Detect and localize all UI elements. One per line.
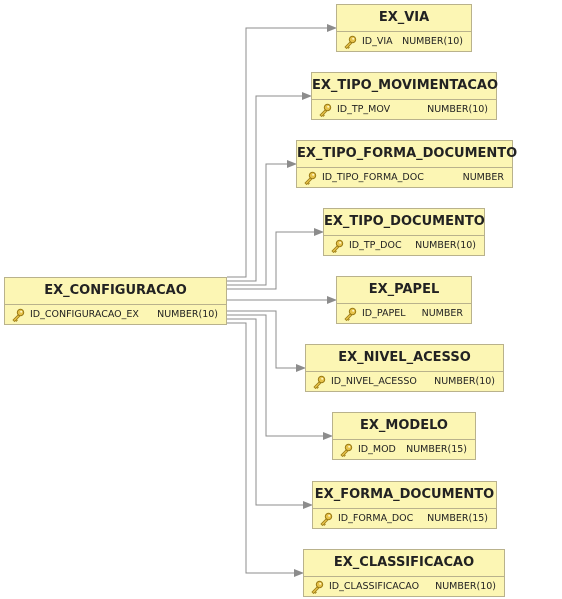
entity-divider: [304, 576, 504, 577]
column-name: ID_VIA: [362, 36, 393, 47]
entity-column-row: ID_CLASSIFICACAO NUMBER(10): [304, 577, 504, 597]
entity-ex-configuracao[interactable]: EX_CONFIGURACAO ID_CONFIGURACAO_EX NUMBE…: [4, 277, 227, 325]
column-name: ID_TIPO_FORMA_DOC: [322, 172, 424, 183]
connector-1: [227, 24, 337, 278]
entity-ex-classificacao[interactable]: EX_CLASSIFICACAO ID_CLASSIFICACAO NUMBER…: [303, 549, 505, 597]
entity-title: EX_TIPO_DOCUMENTO: [324, 214, 485, 229]
key-icon: [304, 171, 317, 185]
connector-6: [227, 310, 306, 372]
key-icon: [311, 580, 324, 594]
entity-divider: [306, 371, 503, 372]
column-name: ID_MOD: [358, 444, 396, 455]
entity-column-row: ID_TP_DOC NUMBER(10): [324, 236, 484, 256]
entity-column-row: ID_CONFIGURACAO_EX NUMBER(10): [5, 305, 226, 325]
column-type: NUMBER(10): [434, 376, 495, 387]
column-type: NUMBER(10): [402, 36, 463, 47]
entity-title: EX_PAPEL: [368, 282, 440, 297]
column-name: ID_NIVEL_ACESSO: [331, 376, 417, 387]
column-type: NUMBER(10): [415, 240, 476, 251]
entity-title: EX_NIVEL_ACESSO: [338, 350, 471, 365]
entity-ex-tipo-movimentacao[interactable]: EX_TIPO_MOVIMENTACAO ID_TP_MOV NUMBER(10…: [311, 72, 498, 120]
column-type: NUMBER: [421, 308, 463, 319]
entity-divider: [337, 303, 471, 304]
entity-divider: [324, 235, 484, 236]
column-type: NUMBER(15): [427, 513, 488, 524]
entity-ex-forma-documento[interactable]: EX_FORMA_DOCUMENTO ID_FORMA_DOC NUMBER(1…: [312, 481, 497, 529]
entity-divider: [333, 439, 475, 440]
entity-divider: [5, 304, 226, 305]
key-icon: [12, 308, 25, 322]
entity-column-row: ID_TIPO_FORMA_DOC NUMBER: [297, 168, 512, 188]
entity-divider: [313, 508, 496, 509]
key-icon: [344, 307, 357, 321]
entity-divider: [312, 99, 496, 100]
connector-9: [227, 322, 304, 577]
key-icon: [320, 512, 333, 526]
entity-ex-papel[interactable]: EX_PAPEL ID_PAPEL NUMBER: [336, 276, 472, 324]
column-type: NUMBER: [462, 172, 504, 183]
entity-column-row: ID_MOD NUMBER(15): [333, 440, 475, 460]
entity-column-row: ID_VIA NUMBER(10): [337, 32, 471, 52]
entity-column-row: ID_PAPEL NUMBER: [337, 304, 471, 324]
entity-title: EX_FORMA_DOCUMENTO: [314, 487, 495, 502]
column-name: ID_CLASSIFICACAO: [329, 581, 420, 592]
column-name: ID_TP_DOC: [349, 240, 402, 251]
key-icon: [313, 375, 326, 389]
entity-divider: [297, 167, 512, 168]
key-icon: [340, 443, 353, 457]
entity-column-row: ID_NIVEL_ACESSO NUMBER(10): [306, 372, 503, 392]
key-icon: [344, 35, 357, 49]
entity-ex-nivel-acesso[interactable]: EX_NIVEL_ACESSO ID_NIVEL_ACESSO NUMBER(1…: [305, 344, 504, 392]
connector-8: [227, 318, 313, 509]
key-icon: [331, 239, 344, 253]
column-name: ID_FORMA_DOC: [338, 513, 414, 524]
entity-divider: [337, 31, 471, 32]
entity-ex-modelo[interactable]: EX_MODELO ID_MOD NUMBER(15): [332, 412, 476, 460]
entity-column-row: ID_TP_MOV NUMBER(10): [312, 100, 496, 120]
key-icon: [319, 103, 332, 117]
entity-title: EX_CLASSIFICACAO: [333, 555, 475, 570]
entity-title: EX_TIPO_FORMA_DOCUMENTO: [297, 146, 518, 161]
connector-4: [227, 228, 324, 290]
entity-ex-via[interactable]: EX_VIA ID_VIA NUMBER(10): [336, 4, 472, 52]
column-name: ID_CONFIGURACAO_EX: [30, 309, 139, 320]
column-type: NUMBER(15): [406, 444, 467, 455]
entity-ex-tipo-documento[interactable]: EX_TIPO_DOCUMENTO ID_TP_DOC NUMBER(10): [323, 208, 485, 256]
entity-title: EX_CONFIGURACAO: [44, 283, 187, 298]
entity-title: EX_TIPO_MOVIMENTACAO: [312, 78, 498, 93]
column-type: NUMBER(10): [427, 104, 488, 115]
entity-column-row: ID_FORMA_DOC NUMBER(15): [313, 509, 496, 529]
entity-title: EX_VIA: [378, 10, 430, 25]
column-type: NUMBER(10): [435, 581, 496, 592]
column-name: ID_PAPEL: [362, 308, 406, 319]
column-type: NUMBER(10): [157, 309, 218, 320]
column-name: ID_TP_MOV: [337, 104, 391, 115]
entity-title: EX_MODELO: [360, 418, 448, 433]
connector-7: [227, 314, 333, 440]
connector-3: [227, 160, 297, 286]
connector-2: [227, 92, 312, 282]
entity-ex-tipo-forma-documento[interactable]: EX_TIPO_FORMA_DOCUMENTO ID_TIPO_FORMA_DO…: [296, 140, 518, 188]
